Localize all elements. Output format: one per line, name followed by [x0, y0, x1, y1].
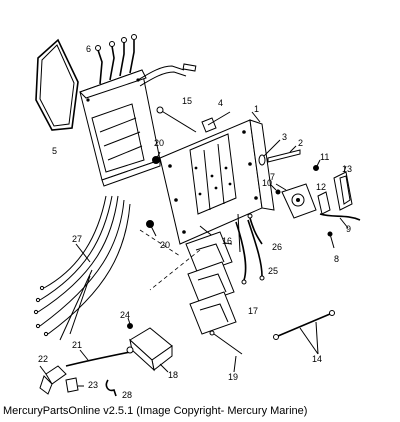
solenoid-part-7 [275, 183, 317, 219]
callout-7: 7 [270, 172, 275, 182]
callout-18: 18 [168, 370, 178, 380]
cable-part-9 [319, 213, 361, 229]
boot-part-22 [39, 365, 67, 395]
callout-11: 11 [320, 152, 329, 162]
wire-harness-part-27 [33, 195, 131, 341]
callout-13: 13 [342, 164, 352, 174]
callout-15: 15 [182, 96, 192, 106]
image-copyright-caption: MercuryPartsOnline v2.5.1 (Image Copyrig… [3, 405, 308, 417]
callout-4: 4 [218, 98, 223, 108]
bracket-part-13 [333, 165, 353, 211]
callout-14: 14 [312, 354, 322, 364]
callout-21: 21 [72, 340, 82, 350]
callout-12: 12 [316, 182, 326, 192]
screw-part-8 [327, 231, 335, 249]
screw-part-10 [269, 183, 281, 195]
bracket-part-12 [317, 191, 331, 215]
coil-part-18 [129, 327, 173, 373]
callout-20-upper: 20 [154, 138, 164, 148]
callout-17: 17 [248, 306, 258, 316]
clamp-part-28 [105, 379, 117, 397]
callout-28: 28 [122, 390, 132, 400]
callout-19: 19 [228, 372, 238, 382]
callout-9: 9 [346, 224, 351, 234]
callout-2: 2 [298, 138, 303, 148]
callout-5: 5 [52, 146, 57, 156]
callout-22: 22 [38, 354, 48, 364]
cable-part-25 [235, 219, 265, 285]
lead-part-21 [65, 346, 134, 367]
ground-wire-part-14 [273, 310, 335, 355]
bolt-part-15 [156, 106, 197, 133]
callout-6: 6 [86, 44, 91, 54]
callout-24: 24 [120, 310, 130, 320]
mounting-plate-part-1 [159, 111, 275, 245]
clip-part-23 [65, 377, 84, 393]
callout-23: 23 [88, 380, 98, 390]
callout-1: 1 [254, 104, 259, 114]
bolt-part-19 [209, 330, 243, 373]
switch-box-wire-terminals [95, 34, 197, 87]
washer-part-3 [258, 139, 281, 166]
callout-25: 25 [268, 266, 278, 276]
screw-part-24 [127, 317, 133, 329]
switch-box-part-5 [79, 69, 161, 187]
callout-3: 3 [282, 132, 287, 142]
callout-26: 26 [272, 242, 282, 252]
spacer-part-4 [201, 111, 231, 133]
callout-20-lower: 20 [160, 240, 170, 250]
gasket-part-6 [35, 38, 79, 131]
nut-part-20 [146, 151, 161, 237]
screw-part-11 [313, 159, 321, 171]
callout-27: 27 [72, 234, 82, 244]
callout-labels: 1 2 3 4 5 6 7 8 9 10 11 12 13 14 15 16 1… [38, 44, 352, 400]
callout-16: 16 [222, 236, 232, 246]
callout-8: 8 [334, 254, 339, 264]
cable-part-26 [247, 213, 263, 245]
bolt-part-2 [267, 145, 301, 163]
exploded-parts-diagram: 1 2 3 4 5 6 7 8 9 10 11 12 13 14 15 16 1… [33, 34, 361, 400]
callout-10: 10 [262, 178, 272, 188]
ignition-coils-part-17 [139, 229, 237, 335]
